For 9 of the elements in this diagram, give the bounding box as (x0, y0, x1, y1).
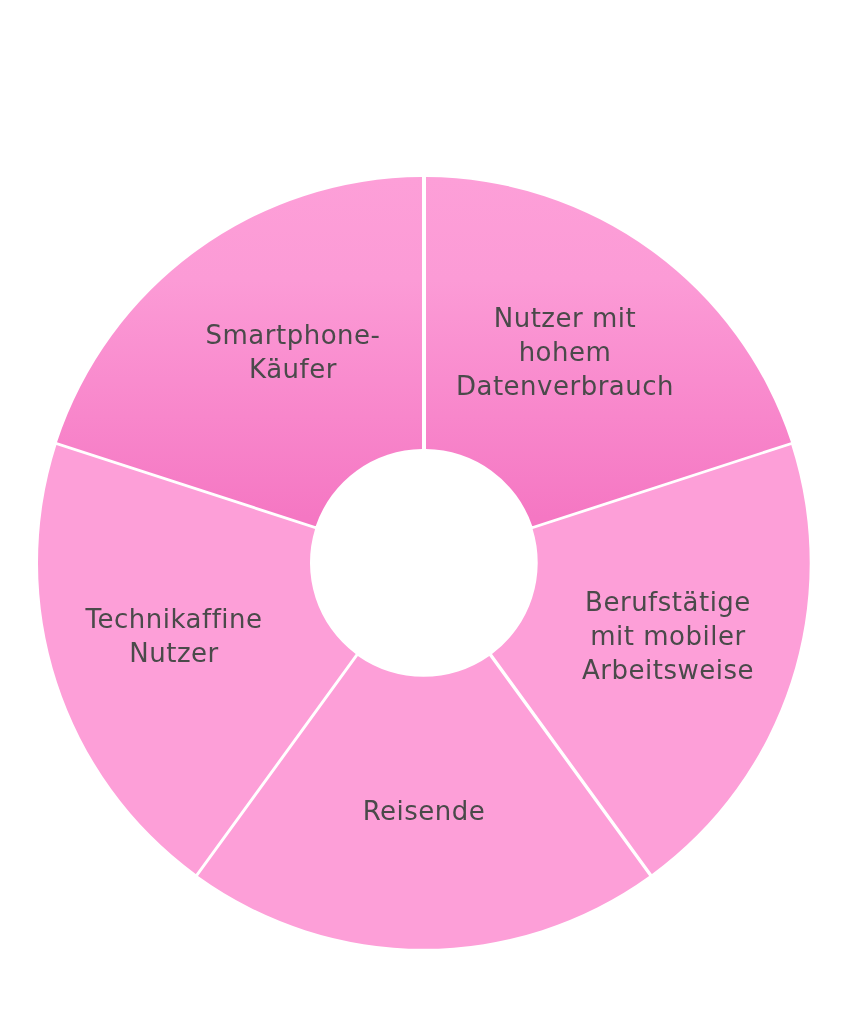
segment-label: Smartphone-Käufer (205, 319, 381, 386)
segment-label: Technikaffine Nutzer (85, 603, 263, 670)
donut-segment (425, 177, 791, 527)
segment-label: Berufstätige mit mobiler Arbeitsweise (582, 586, 754, 687)
segment-label: Nutzer mit hohem Datenverbrauch (455, 302, 674, 403)
segment-label: Reisende (362, 795, 486, 828)
donut-segment (492, 445, 810, 875)
donut-segment (38, 445, 356, 875)
donut-segment (57, 177, 423, 527)
